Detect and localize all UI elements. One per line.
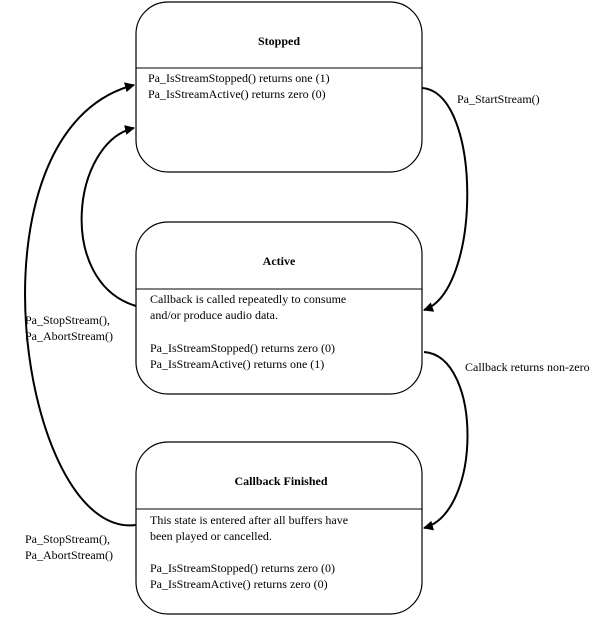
state-callback-finished-title: Callback Finished	[234, 474, 327, 488]
edge-finished-to-stopped-arrow	[24, 82, 137, 527]
state-stopped-line-2: Pa_IsStreamActive() returns zero (0)	[148, 87, 326, 101]
state-active-line-4: Pa_IsStreamActive() returns one (1)	[150, 357, 324, 371]
state-stopped: Stopped Pa_IsStreamStopped() returns one…	[135, 1, 423, 173]
edge-finished-to-stopped-label-1: Pa_StopStream(),	[25, 532, 110, 546]
state-active-box	[135, 221, 423, 395]
state-active: Active Callback is called repeatedly to …	[135, 221, 423, 395]
edge-callback-returns-arrow	[423, 351, 469, 531]
state-active-title: Active	[263, 254, 296, 268]
state-stopped-box	[135, 1, 423, 173]
state-active-line-1: Callback is called repeatedly to consume	[150, 292, 346, 306]
state-callback-finished-line-2: been played or cancelled.	[150, 529, 272, 543]
state-callback-finished-line-4: Pa_IsStreamActive() returns zero (0)	[150, 577, 328, 591]
state-callback-finished-line-1: This state is entered after all buffers …	[150, 513, 348, 527]
state-stopped-line-1: Pa_IsStreamStopped() returns one (1)	[148, 71, 330, 85]
state-callback-finished-line-3: Pa_IsStreamStopped() returns zero (0)	[150, 561, 335, 575]
edge-finished-to-stopped-label-2: Pa_AbortStream()	[25, 548, 113, 562]
edge-start-stream-arrow	[421, 87, 469, 312]
edge-callback-returns-label: Callback returns non-zero	[465, 360, 590, 374]
state-active-line-2: and/or produce audio data.	[150, 308, 278, 322]
state-callback-finished-box	[135, 441, 423, 615]
edge-active-to-stopped-label-1: Pa_StopStream(),	[25, 313, 110, 327]
edge-active-to-stopped-arrow	[80, 125, 137, 307]
state-stopped-title: Stopped	[258, 34, 300, 48]
edge-start-stream-label: Pa_StartStream()	[457, 92, 540, 106]
state-callback-finished: Callback Finished This state is entered …	[135, 441, 423, 615]
edge-active-to-stopped-label-2: Pa_AbortStream()	[25, 329, 113, 343]
state-active-line-3: Pa_IsStreamStopped() returns zero (0)	[150, 341, 335, 355]
